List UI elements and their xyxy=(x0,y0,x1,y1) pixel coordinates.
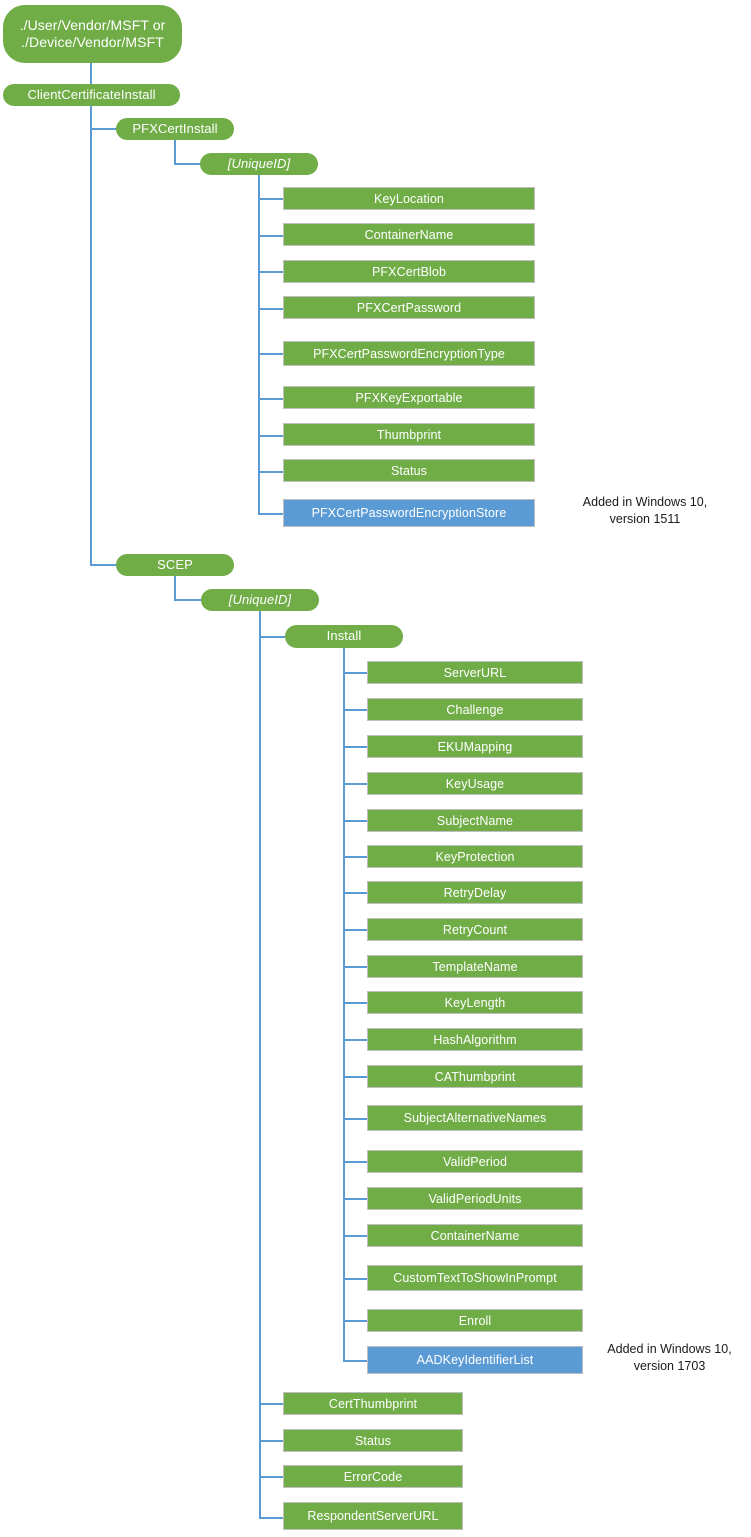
connector-scep-tail-1 xyxy=(259,1440,285,1442)
connector-install-leaf-18 xyxy=(343,1360,369,1362)
connector-trunk-to-pfxcertinstall xyxy=(90,128,117,130)
connector-pfx-uniqueid-spine xyxy=(258,175,260,514)
connector-install-leaf-12 xyxy=(343,1118,369,1120)
connector-install-leaf-10 xyxy=(343,1039,369,1041)
connector-pfx-leaf-5 xyxy=(258,398,284,400)
connector-trunk-main xyxy=(90,63,92,566)
connector-pfx-leaf-7 xyxy=(258,471,284,473)
node-install-aadkeyidentifierlist[interactable]: AADKeyIdentifierList xyxy=(367,1346,583,1374)
connector-pfx-leaf-4 xyxy=(258,353,284,355)
connector-scep-tail-0 xyxy=(259,1403,285,1405)
connector-install-leaf-5 xyxy=(343,856,369,858)
connector-install-leaf-0 xyxy=(343,672,369,674)
node-install-containername[interactable]: ContainerName xyxy=(367,1224,583,1247)
node-pfx-pfxcertblob[interactable]: PFXCertBlob xyxy=(283,260,535,283)
connector-scep-to-uniqueid xyxy=(174,599,202,601)
note-pfx-added-in-windows: Added in Windows 10, version 1511 xyxy=(582,495,708,526)
node-scep-certthumbprint[interactable]: CertThumbprint xyxy=(283,1392,463,1415)
connector-install-leaf-15 xyxy=(343,1235,369,1237)
node-root-vendor-path[interactable]: ./User/Vendor/MSFT or ./Device/Vendor/MS… xyxy=(3,5,182,63)
node-install-enroll[interactable]: Enroll xyxy=(367,1309,583,1332)
connector-pfx-leaf-6 xyxy=(258,435,284,437)
note-scep-added-in-windows: Added in Windows 10, version 1703 xyxy=(607,1342,732,1373)
node-install-cathumbprint[interactable]: CAThumbprint xyxy=(367,1065,583,1088)
node-scep-status[interactable]: Status xyxy=(283,1429,463,1452)
node-pfx-pfxcertpasswordencryptiontype[interactable]: PFXCertPasswordEncryptionType xyxy=(283,341,535,366)
connector-pfx-leaf-1 xyxy=(258,235,284,237)
connector-pfxcertinstall-to-uniqueid xyxy=(174,163,201,165)
connector-scep-uniqueid-spine xyxy=(259,611,261,1519)
node-pfx-pfxkeyexportable[interactable]: PFXKeyExportable xyxy=(283,386,535,409)
connector-install-leaf-1 xyxy=(343,709,369,711)
node-install-challenge[interactable]: Challenge xyxy=(367,698,583,721)
node-install-serverurl[interactable]: ServerURL xyxy=(367,661,583,684)
node-install-subjectalternativenames[interactable]: SubjectAlternativeNames xyxy=(367,1105,583,1131)
node-install-keylength[interactable]: KeyLength xyxy=(367,991,583,1014)
node-pfx-uniqueid[interactable]: [UniqueID] xyxy=(200,153,318,175)
connector-pfxcertinstall-down xyxy=(174,140,176,164)
node-pfxcertinstall[interactable]: PFXCertInstall xyxy=(116,118,234,140)
connector-scep-tail-3 xyxy=(259,1517,285,1519)
connector-install-leaf-11 xyxy=(343,1076,369,1078)
connector-pfx-leaf-0 xyxy=(258,198,284,200)
node-pfx-containername[interactable]: ContainerName xyxy=(283,223,535,246)
node-pfx-pfxcertpassword[interactable]: PFXCertPassword xyxy=(283,296,535,319)
connector-pfx-leaf-2 xyxy=(258,271,284,273)
node-install-keyusage[interactable]: KeyUsage xyxy=(367,772,583,795)
connector-scep-uniqueid-to-install xyxy=(259,636,285,638)
node-scep-uniqueid[interactable]: [UniqueID] xyxy=(201,589,319,611)
connector-install-leaf-17 xyxy=(343,1320,369,1322)
node-install-subjectname[interactable]: SubjectName xyxy=(367,809,583,832)
connector-install-leaf-3 xyxy=(343,783,369,785)
connector-install-leaf-2 xyxy=(343,746,369,748)
connector-pfx-leaf-8 xyxy=(258,513,284,515)
node-install-retrydelay[interactable]: RetryDelay xyxy=(367,881,583,904)
connector-scep-tail-2 xyxy=(259,1476,285,1478)
node-pfx-thumbprint[interactable]: Thumbprint xyxy=(283,423,535,446)
connector-install-leaf-16 xyxy=(343,1278,369,1280)
node-scep-errorcode[interactable]: ErrorCode xyxy=(283,1465,463,1488)
connector-pfx-leaf-3 xyxy=(258,308,284,310)
node-install-templatename[interactable]: TemplateName xyxy=(367,955,583,978)
node-install-keyprotection[interactable]: KeyProtection xyxy=(367,845,583,868)
node-install-ekumapping[interactable]: EKUMapping xyxy=(367,735,583,758)
node-clientcertificateinstall[interactable]: ClientCertificateInstall xyxy=(3,84,180,106)
connector-install-leaf-8 xyxy=(343,966,369,968)
connector-install-spine xyxy=(343,648,345,1361)
connector-install-leaf-13 xyxy=(343,1161,369,1163)
node-install-retrycount[interactable]: RetryCount xyxy=(367,918,583,941)
node-pfx-status[interactable]: Status xyxy=(283,459,535,482)
connector-scep-down xyxy=(174,576,176,600)
connector-install-leaf-4 xyxy=(343,820,369,822)
node-scep-respondentserverurl[interactable]: RespondentServerURL xyxy=(283,1502,463,1530)
connector-install-leaf-7 xyxy=(343,929,369,931)
connector-install-leaf-6 xyxy=(343,892,369,894)
node-install-hashalgorithm[interactable]: HashAlgorithm xyxy=(367,1028,583,1051)
node-install-validperiodunits[interactable]: ValidPeriodUnits xyxy=(367,1187,583,1210)
node-pfx-pfxcertpasswordencryptionstore[interactable]: PFXCertPasswordEncryptionStore xyxy=(283,499,535,527)
connector-trunk-to-scep xyxy=(90,564,117,566)
node-scep-install[interactable]: Install xyxy=(285,625,403,648)
node-install-validperiod[interactable]: ValidPeriod xyxy=(367,1150,583,1173)
connector-install-leaf-14 xyxy=(343,1198,369,1200)
node-install-customtexttoshowinprompt[interactable]: CustomTextToShowInPrompt xyxy=(367,1265,583,1291)
node-pfx-keylocation[interactable]: KeyLocation xyxy=(283,187,535,210)
connector-install-leaf-9 xyxy=(343,1002,369,1004)
node-scep[interactable]: SCEP xyxy=(116,554,234,576)
